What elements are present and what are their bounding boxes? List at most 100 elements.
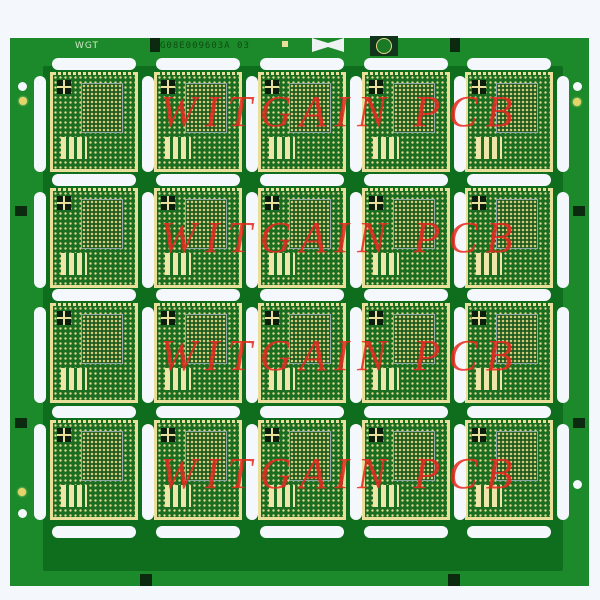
- fiducial-pad: [18, 488, 26, 496]
- pcb-module: [50, 188, 138, 288]
- pcb-module: [362, 420, 450, 520]
- power-pads: [373, 485, 399, 507]
- pcb-module: [362, 72, 450, 172]
- tooling-block: [15, 206, 27, 216]
- mounting-hole: [573, 480, 582, 489]
- routing-slot: [454, 192, 466, 288]
- chip-footprint: [81, 199, 123, 249]
- crosshair-marker-icon: [265, 428, 279, 442]
- routing-slot: [34, 76, 46, 172]
- crosshair-marker-icon: [161, 196, 175, 210]
- mounting-hole: [573, 82, 582, 91]
- routing-slot: [467, 406, 551, 418]
- routing-slot: [260, 289, 344, 301]
- tooling-block: [573, 206, 585, 216]
- chip-footprint: [496, 199, 538, 249]
- fiducial-pad: [573, 98, 581, 106]
- pcb-module: [258, 420, 346, 520]
- chip-footprint: [185, 431, 227, 481]
- routing-slot: [467, 174, 551, 186]
- mounting-hole: [18, 509, 27, 518]
- chip-footprint: [289, 314, 331, 364]
- routing-slot: [34, 307, 46, 403]
- power-pads: [476, 137, 502, 159]
- crosshair-marker-icon: [472, 80, 486, 94]
- chip-footprint: [496, 431, 538, 481]
- chip-footprint: [496, 83, 538, 133]
- routing-slot: [52, 526, 136, 538]
- routing-slot: [142, 192, 154, 288]
- routing-slot: [34, 192, 46, 288]
- routing-slot: [454, 76, 466, 172]
- routing-slot: [557, 192, 569, 288]
- crosshair-marker-icon: [161, 428, 175, 442]
- pcb-module: [154, 188, 242, 288]
- watermark-text: WITGAIN PCB: [160, 331, 521, 380]
- routing-slot: [260, 58, 344, 70]
- chip-footprint: [393, 431, 435, 481]
- routing-slot: [142, 424, 154, 520]
- power-pads: [476, 485, 502, 507]
- chip-footprint: [393, 199, 435, 249]
- routing-slot: [467, 526, 551, 538]
- chip-footprint: [185, 314, 227, 364]
- power-pads: [165, 368, 191, 390]
- routing-slot: [364, 406, 448, 418]
- pcb-module: [154, 303, 242, 403]
- chip-footprint: [289, 431, 331, 481]
- routing-slot: [52, 406, 136, 418]
- routing-slot: [246, 192, 258, 288]
- pcb-module: [50, 72, 138, 172]
- crosshair-marker-icon: [161, 311, 175, 325]
- routing-slot: [557, 424, 569, 520]
- fiducial-ring-icon: [376, 38, 392, 54]
- routing-slot: [34, 424, 46, 520]
- routing-slot: [156, 526, 240, 538]
- watermark-text: WITGAIN PCB: [160, 449, 521, 498]
- routing-slot: [52, 58, 136, 70]
- routing-slot: [364, 58, 448, 70]
- routing-slot: [260, 174, 344, 186]
- crosshair-marker-icon: [57, 196, 71, 210]
- routing-slot: [156, 174, 240, 186]
- routing-slot: [454, 307, 466, 403]
- routing-slot: [246, 424, 258, 520]
- pcb-module: [258, 72, 346, 172]
- mounting-hole: [18, 82, 27, 91]
- pcb-module: [362, 188, 450, 288]
- routing-slot: [364, 526, 448, 538]
- routing-slot: [246, 76, 258, 172]
- crosshair-marker-icon: [472, 196, 486, 210]
- power-pads: [269, 253, 295, 275]
- power-pads: [61, 368, 87, 390]
- routing-slot: [350, 192, 362, 288]
- pcb-module: [50, 420, 138, 520]
- silkscreen-label: WGT: [75, 41, 100, 51]
- power-pads: [165, 253, 191, 275]
- chip-footprint: [393, 83, 435, 133]
- routing-slot: [364, 174, 448, 186]
- routing-slot: [260, 406, 344, 418]
- tooling-block: [140, 574, 152, 586]
- pcb-module: [362, 303, 450, 403]
- routing-slot: [246, 307, 258, 403]
- power-pads: [269, 137, 295, 159]
- pcb-module: [465, 72, 553, 172]
- power-pads: [269, 485, 295, 507]
- crosshair-marker-icon: [369, 196, 383, 210]
- power-pads: [269, 368, 295, 390]
- bowtie-fiducial-icon: [312, 38, 344, 52]
- crosshair-marker-icon: [265, 196, 279, 210]
- power-pads: [476, 253, 502, 275]
- power-pads: [165, 485, 191, 507]
- power-pads: [476, 368, 502, 390]
- routing-slot: [467, 289, 551, 301]
- power-pads: [61, 485, 87, 507]
- pcb-module: [465, 303, 553, 403]
- tooling-block: [573, 418, 585, 428]
- chip-footprint: [185, 199, 227, 249]
- routing-slot: [156, 58, 240, 70]
- power-pads: [373, 137, 399, 159]
- pcb-module: [50, 303, 138, 403]
- crosshair-marker-icon: [57, 428, 71, 442]
